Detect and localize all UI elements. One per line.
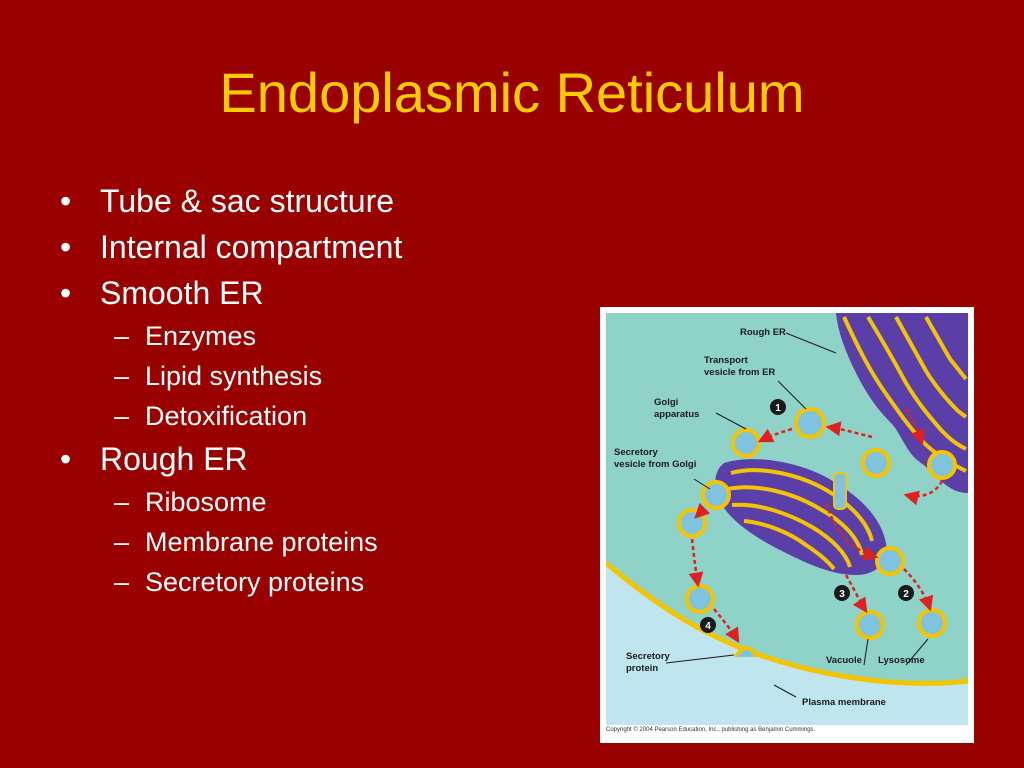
sub-bullet-text: Membrane proteins [145,527,378,557]
bullet-mark: • [60,275,72,311]
figure-copyright: Copyright © 2004 Pearson Education, Inc.… [606,727,816,733]
label-golgi-line2: apparatus [654,409,699,420]
step-1-marker [770,399,786,415]
sub-bullet-item: –Lipid synthesis [58,356,578,396]
step-markers: 1 2 3 4 [700,399,914,633]
slide-title: Endoplasmic Reticulum [219,61,805,124]
step-4-number: 4 [705,621,711,632]
sub-bullet-mark: – [114,567,130,597]
label-vacuole: Vacuole [826,655,862,666]
bullet-text: Internal compartment [100,229,403,265]
bullet-text: Rough ER [100,441,248,477]
sub-bullet-mark: – [114,487,130,517]
bullet-text: Tube & sac structure [100,183,395,219]
sub-bullet-mark: – [114,401,130,431]
sub-bullet-item: –Enzymes [58,316,578,356]
label-secretory-vesicle-line1: Secretory [614,447,659,458]
sub-bullet-mark: – [114,361,130,391]
sub-bullet-text: Detoxification [145,401,308,431]
extracellular-space [606,563,968,725]
rough-er [836,313,968,493]
label-lysosome: Lysosome [878,655,925,666]
sub-bullet-item: –Ribosome [58,482,578,522]
step-3-marker [834,585,850,601]
bullet-mark: • [60,441,72,477]
step-3-number: 3 [839,589,845,600]
bullet-list: • Tube & sac structure • Internal compartm… [58,178,578,602]
figure-labels: Rough ER Transport vesicle from ER Golgi… [614,327,925,708]
sub-bullet-text: Lipid synthesis [145,361,323,391]
label-secretory-protein-line1: Secretory [626,651,671,662]
label-secretory-protein-line2: protein [626,663,658,674]
sub-bullet-item: –Detoxification [58,396,578,436]
golgi-apparatus [715,459,887,575]
transport-arrows [688,421,944,644]
vesicles [677,407,957,659]
bullet-mark: • [60,229,72,265]
label-transport-vesicle-line1: Transport [704,355,749,366]
label-plasma-membrane: Plasma membrane [802,697,886,708]
label-secretory-vesicle-line2: vesicle from Golgi [614,459,696,470]
bullet-item: • Smooth ER [58,270,578,316]
step-2-number: 2 [903,589,909,600]
step-1-number: 1 [775,403,781,414]
sub-bullet-text: Secretory proteins [145,567,365,597]
step-4-marker [700,617,716,633]
sub-bullet-mark: – [114,321,130,351]
label-rough-er: Rough ER [740,327,786,338]
bullet-item: • Tube & sac structure [58,178,578,224]
label-golgi-line1: Golgi [654,397,678,408]
sub-bullet-text: Enzymes [145,321,257,351]
step-2-marker [898,585,914,601]
plasma-membrane [606,561,968,686]
secretory-pathway-figure: 1 2 3 4 Rough ER [600,307,974,743]
sub-bullet-item: –Secretory proteins [58,562,578,602]
label-transport-vesicle-line2: vesicle from ER [704,367,775,378]
bullet-text: Smooth ER [100,275,264,311]
sub-bullet-mark: – [114,527,130,557]
bullet-mark: • [60,183,72,219]
bullet-item: • Internal compartment [58,224,578,270]
sub-bullet-item: –Membrane proteins [58,522,578,562]
bullet-item: • Rough ER [58,436,578,482]
leader-lines [665,332,929,698]
secretory-pathway-diagram: 1 2 3 4 Rough ER [606,313,968,725]
sub-bullet-text: Ribosome [145,487,267,517]
